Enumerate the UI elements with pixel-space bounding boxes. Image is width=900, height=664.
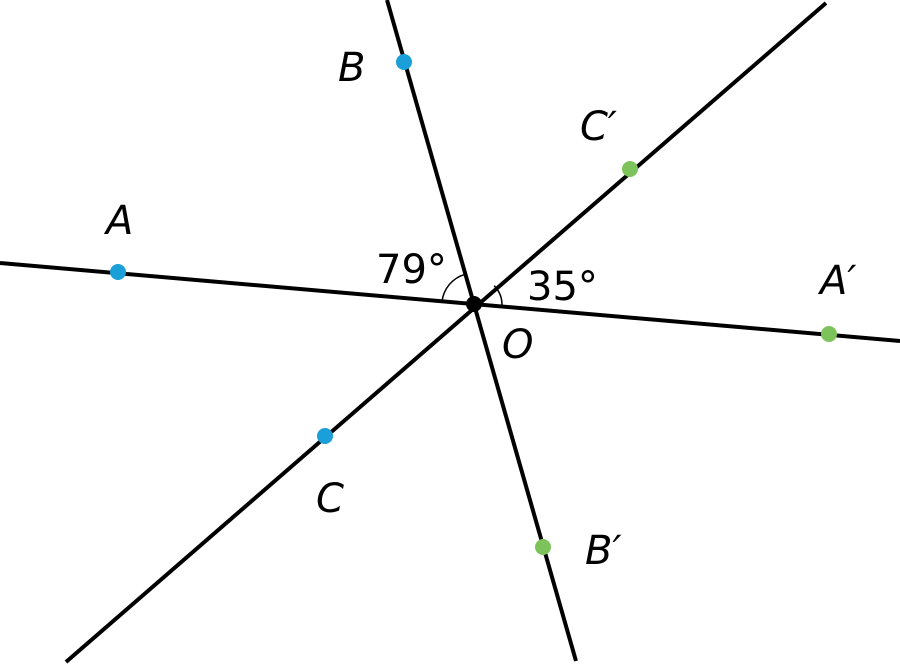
angle-label-79: 79° bbox=[376, 247, 447, 293]
line-a-a-prime bbox=[0, 261, 900, 343]
point-a bbox=[110, 264, 126, 280]
label-c: C bbox=[316, 476, 344, 522]
label-o: O bbox=[502, 322, 533, 368]
angle-arc-79 bbox=[441, 273, 466, 302]
angle-label-35: 35° bbox=[527, 264, 598, 310]
angle-arc-35 bbox=[493, 285, 503, 308]
point-b-prime bbox=[535, 539, 551, 555]
label-a: A bbox=[103, 198, 133, 244]
line-c-c-prime bbox=[64, 1, 828, 664]
point-c bbox=[317, 428, 333, 444]
point-c-prime bbox=[622, 161, 638, 177]
label-c-prime: C′ bbox=[580, 104, 617, 150]
point-a-prime bbox=[821, 326, 837, 342]
point-o bbox=[466, 296, 482, 312]
label-a-prime: A′ bbox=[817, 258, 856, 304]
label-b: B bbox=[338, 45, 365, 91]
point-b bbox=[396, 54, 412, 70]
line-b-b-prime bbox=[385, 0, 578, 662]
label-b-prime: B′ bbox=[585, 528, 622, 574]
